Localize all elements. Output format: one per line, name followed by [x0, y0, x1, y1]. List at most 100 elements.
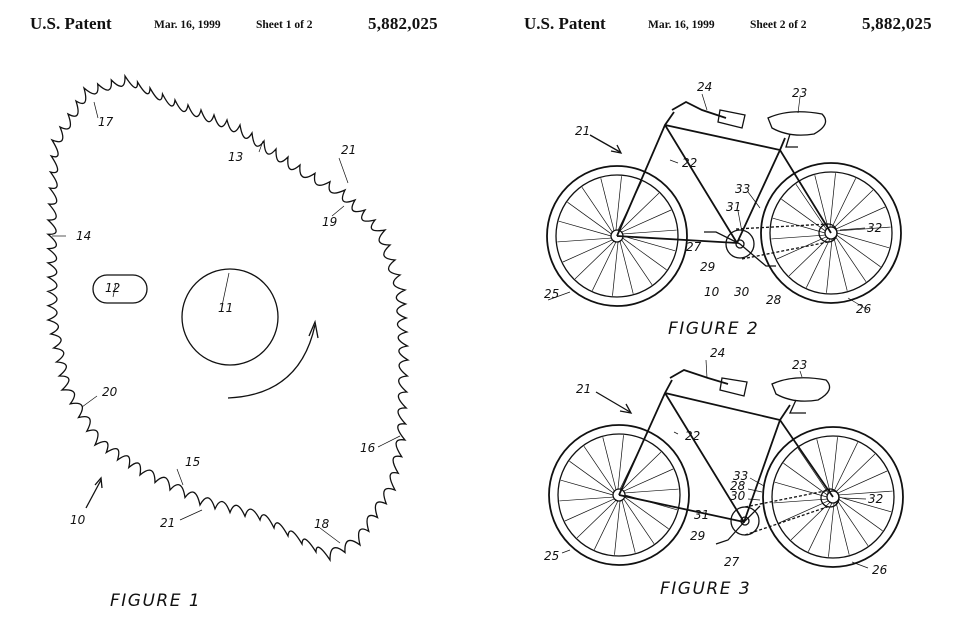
wheel-spoke: [814, 175, 829, 228]
wheel-spoke: [581, 187, 613, 233]
fig3-ref-25: 25: [544, 549, 559, 563]
ref10-arrowhead: [94, 476, 103, 489]
wheel-spoke: [836, 226, 891, 232]
wheel-spoke: [559, 496, 614, 502]
fig2-cranks: [704, 231, 776, 267]
ref-16: 16: [360, 441, 376, 455]
fig3-ref-24: 24: [710, 346, 725, 360]
fig3-ref-32: 32: [868, 492, 883, 506]
fig2-chainring: [725, 229, 755, 259]
wheel-spoke: [623, 498, 655, 544]
figure2-bicycle: 21 22 23 24 25 26 27 28 29 30 31 32 33 1…: [544, 80, 902, 339]
wheel-spoke: [805, 238, 831, 288]
wheel-spoke: [621, 500, 636, 553]
wheel-spoke: [567, 201, 612, 235]
fig2-ref-26: 26: [856, 302, 872, 316]
fig2-ref-31: 31: [726, 200, 741, 214]
sheet1-date: Mar. 16, 1999: [154, 19, 221, 31]
wheel-spoke: [835, 206, 886, 230]
wheel-spoke: [831, 437, 838, 492]
wheel-spoke: [838, 496, 892, 513]
wheel-spoke: [614, 500, 621, 555]
wheel-spoke: [621, 451, 662, 491]
ref-13: 13: [228, 150, 243, 164]
wheel-spoke: [783, 462, 828, 496]
wheel-spoke: [564, 498, 615, 522]
fig2-ref-21: 21: [575, 124, 590, 138]
wheel-spoke: [837, 470, 888, 494]
ref-21-bottom: 21: [160, 516, 175, 530]
wheel-spoke: [837, 500, 869, 546]
wheel-spoke: [773, 498, 828, 504]
wheel-spoke: [621, 209, 672, 233]
wheel-spoke: [583, 446, 615, 492]
wheel-spoke: [772, 217, 826, 234]
ref10-arrow: [85, 479, 102, 509]
sheet1-publisher: U.S. Patent: [30, 14, 112, 33]
ref-14: 14: [76, 229, 91, 243]
wheel-spoke: [624, 488, 679, 494]
fig2-ref-28: 28: [766, 293, 782, 307]
wheel-spoke: [795, 184, 827, 230]
sheet1-sheet-number: Sheet 1 of 2: [256, 19, 313, 31]
wheel-spoke: [593, 500, 619, 550]
wheel-spoke: [816, 439, 831, 492]
sheet1-patent-number: 5,882,025: [368, 14, 438, 33]
wheel-spoke: [623, 468, 674, 492]
wheel-spoke: [569, 460, 614, 494]
sheet2-date: Mar. 16, 1999: [648, 19, 715, 31]
wheel-spoke: [835, 453, 876, 493]
fig2-ref-22: 22: [682, 156, 697, 170]
figure3-bicycle: 21 22 23 24 25 26 27 28 29 30 31 32 33 F…: [544, 346, 904, 599]
wheel-spoke: [602, 437, 617, 490]
fig3-ref-21: 21: [576, 382, 591, 396]
figure1-label: FIGURE 1: [110, 591, 201, 611]
fig3-cranks: [715, 505, 761, 545]
wheel-spoke: [574, 240, 615, 280]
ref-21-top: 21: [341, 143, 356, 157]
wheel-spoke: [576, 499, 617, 539]
wheel-spoke: [591, 241, 617, 291]
wheel-spoke: [836, 232, 890, 249]
fig3-chain: [744, 489, 831, 536]
ref-18: 18: [314, 517, 330, 531]
wheel-spoke: [838, 498, 883, 532]
fig3-ref-33: 33: [733, 469, 748, 483]
ref-19: 19: [322, 215, 337, 229]
wheel-spoke: [776, 236, 827, 260]
wheel-spoke: [835, 236, 867, 282]
wheel-spoke: [622, 235, 676, 252]
wheel-spoke: [790, 501, 831, 541]
wheel-spoke: [619, 241, 634, 294]
fig3-rear-wheel: [548, 424, 690, 566]
sheet2-sheet-number: Sheet 2 of 2: [750, 19, 807, 31]
wheel-spoke: [797, 448, 829, 494]
wheel-spoke: [619, 192, 660, 232]
fig3-handlebar-grip: [719, 377, 748, 397]
fig2-ref-24: 24: [697, 80, 712, 94]
wheel-spoke: [833, 442, 859, 492]
wheel-spoke: [826, 238, 833, 293]
wheel-spoke: [562, 239, 613, 263]
fig2-ref-23: 23: [792, 86, 807, 100]
fig2-ref-33: 33: [735, 182, 750, 196]
figure2-label: FIGURE 2: [668, 319, 759, 339]
fig2-handlebar-grip: [717, 109, 746, 129]
wheel-spoke: [771, 234, 826, 240]
ref-10: 10: [70, 513, 86, 527]
fig3-ref-27: 27: [724, 555, 740, 569]
wheel-spoke: [838, 490, 893, 496]
fig3-ref-23: 23: [792, 358, 807, 372]
fig2-ref-10: 10: [704, 285, 720, 299]
fig2-ref-32: 32: [867, 221, 882, 235]
wheel-spoke: [557, 237, 612, 243]
fig3-ref-26: 26: [872, 563, 888, 577]
wheel-spoke: [781, 198, 826, 232]
wheel-spoke: [833, 189, 874, 229]
fig2-ref-27: 27: [686, 240, 702, 254]
ref-12: 12: [105, 281, 120, 295]
wheel-spoke: [622, 237, 667, 271]
fig3-ref-22: 22: [685, 429, 700, 443]
wheel-spoke: [624, 496, 669, 530]
